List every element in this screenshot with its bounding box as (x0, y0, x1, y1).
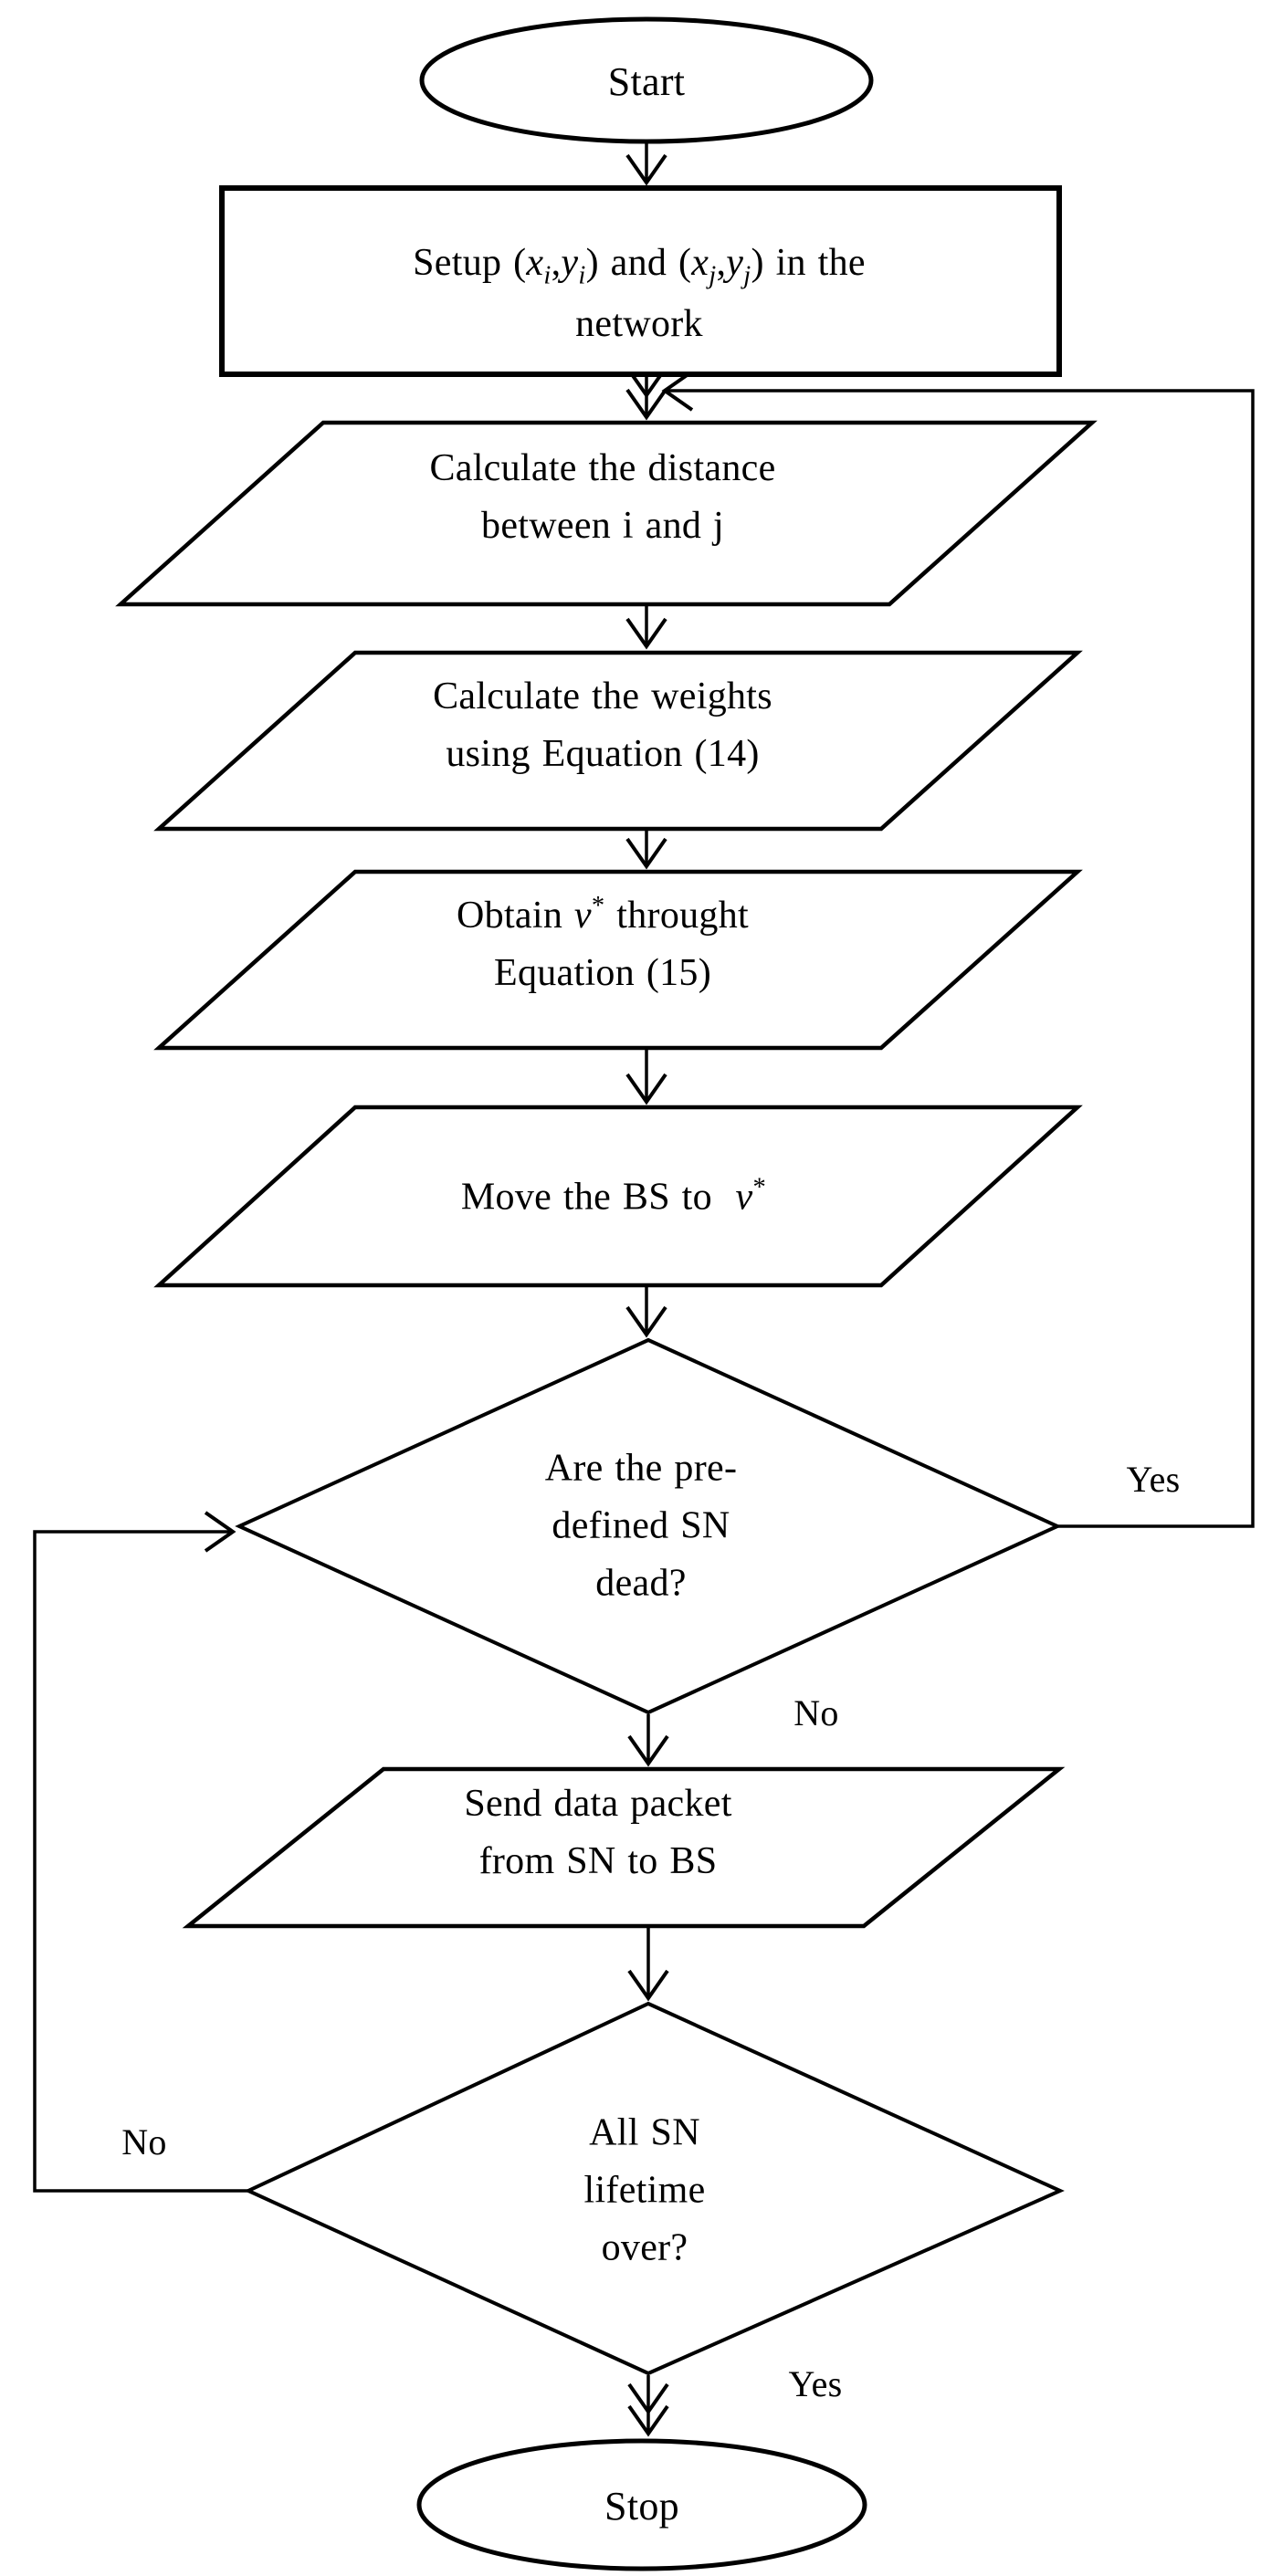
sn-dead-decision-shape (235, 1337, 1062, 1715)
calc-distance-node-shape (115, 420, 1098, 607)
move-bs-node-shape (153, 1105, 1083, 1288)
sn-dead-yes-label: Yes (1126, 1459, 1181, 1500)
setup-node-shape (219, 185, 1062, 377)
stop-node-label: Stop (604, 2484, 679, 2529)
obtain-v-node-shape (153, 869, 1083, 1051)
arrow-sn-dead-yes-loop (661, 370, 1255, 1528)
calc-weights-node-shape (153, 650, 1083, 832)
lifetime-over-yes-label: Yes (788, 2363, 843, 2404)
start-node-shape (419, 16, 874, 144)
stop-node-shape (416, 2438, 867, 2571)
send-packet-node-shape (182, 1766, 1066, 1929)
move-bs-node-label: Move the BS to v* (460, 1173, 767, 1219)
lifetime-over-no-label: No (121, 2121, 167, 2162)
start-node-label: Start (607, 59, 686, 104)
sn-dead-no-label: No (793, 1692, 839, 1733)
arrow-lifetime-over-no-loop (33, 1511, 248, 2193)
lifetime-over-decision-shape (244, 2001, 1065, 2376)
